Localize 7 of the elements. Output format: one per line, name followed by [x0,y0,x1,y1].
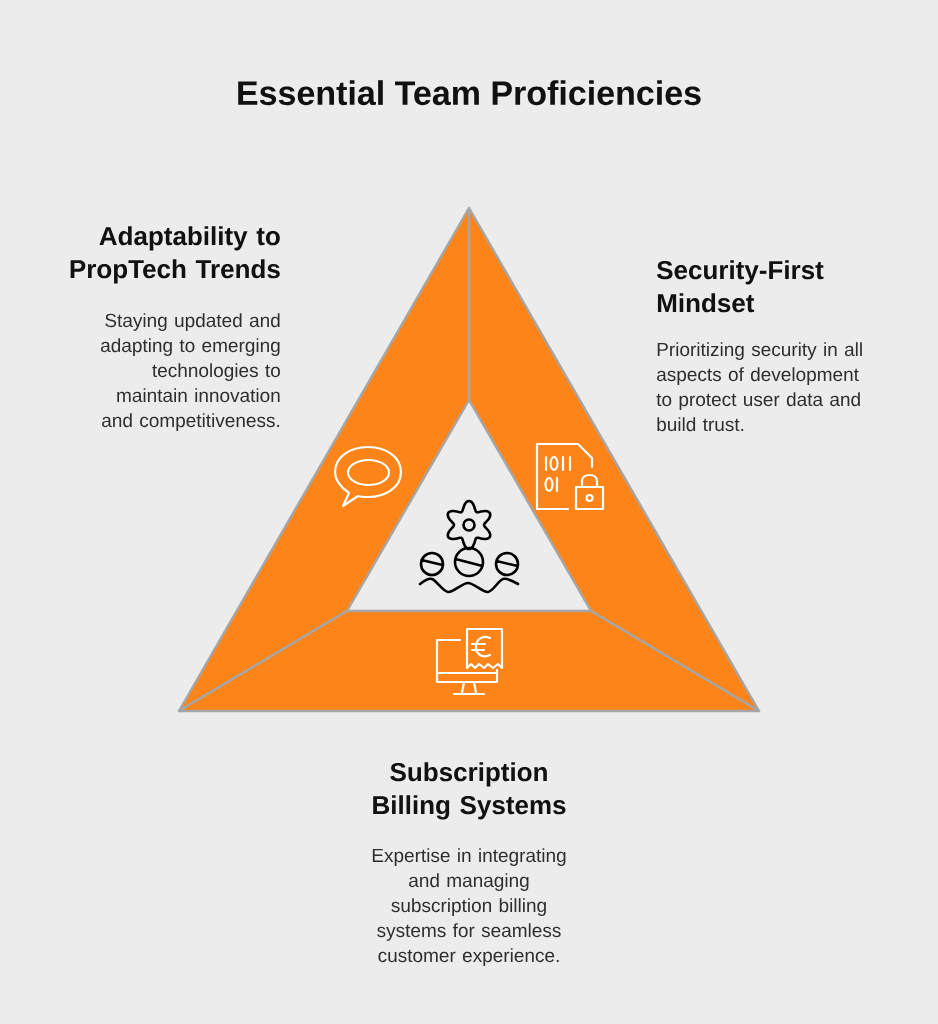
heading: Adaptability to PropTech Trends [70,226,280,284]
heading: Security-First Mindset [656,260,824,313]
heading: Subscription Billing Systems [373,762,566,820]
title: Essential Team Proficiencies [238,80,701,106]
description: Staying updated and adapting to emerging technologies to maintain innovation and competitiveness. [101,313,280,431]
description: Expertise in integrating and managing subscription billing systems for seamless customer experience. [372,848,566,966]
description: Prioritizing security in all aspects of development to protect user data and build trust. [656,342,862,432]
